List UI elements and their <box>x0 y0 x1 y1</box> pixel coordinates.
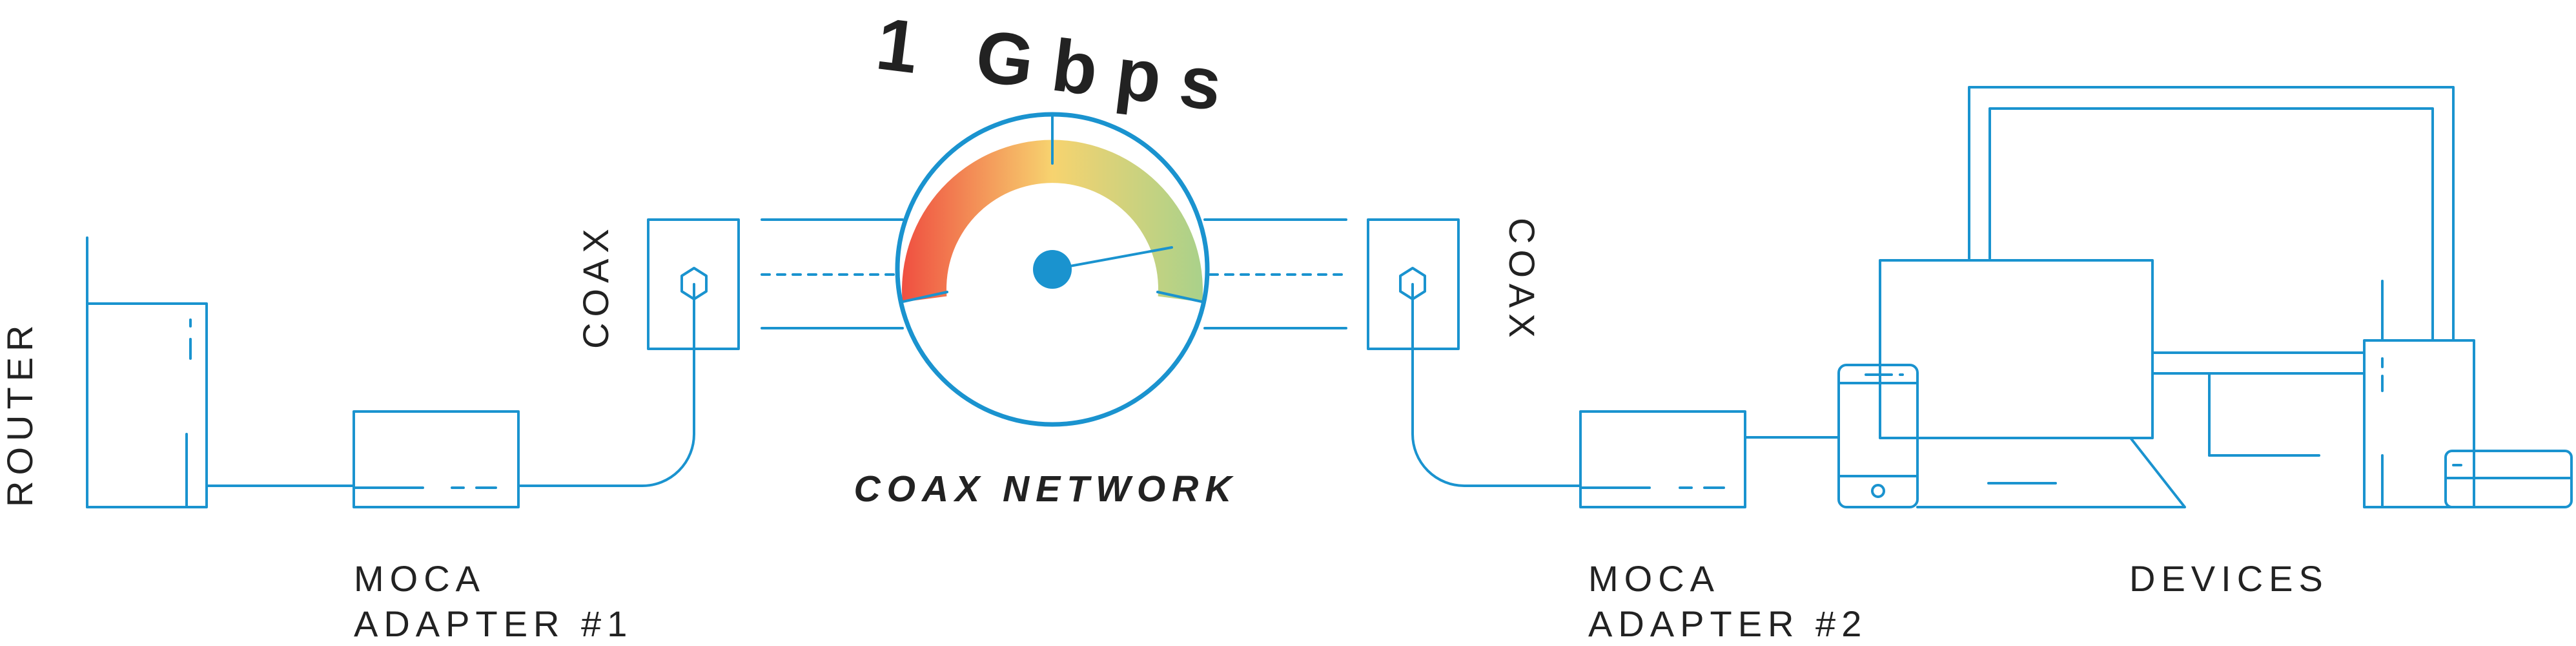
gauge-hub <box>1033 250 1072 289</box>
laptop-icon <box>1879 259 2186 508</box>
adapter1-label-line2: ADAPTER #1 <box>354 603 633 644</box>
moca-adapter-1-icon <box>353 410 520 508</box>
devices-label: DEVICES <box>2129 558 2329 599</box>
gauge-needle <box>1051 246 1173 271</box>
adapter2-label-line1: MOCA <box>1588 558 1720 599</box>
router-icon <box>86 236 208 508</box>
outlet-to-adapter2-cable <box>1411 283 1582 487</box>
pc-tower-icon <box>2363 280 2475 508</box>
desktop-monitor-icon <box>1968 86 2455 457</box>
adapter1-label-line1: MOCA <box>354 558 486 599</box>
coax-left-label: COAX <box>575 223 616 349</box>
adapter1-to-outlet-cable <box>517 283 695 487</box>
coax-cable-right <box>1203 218 1347 329</box>
gauge-color-band <box>902 140 1203 302</box>
gauge-tick-left <box>899 291 948 304</box>
coax-wall-outlet-left-icon <box>647 218 740 350</box>
smartphone-icon <box>1837 364 1919 508</box>
gauge-ring <box>895 112 1210 427</box>
console-icon <box>2444 450 2573 508</box>
coax-right-label: COAX <box>1502 218 1542 344</box>
network-label: COAX NETWORK <box>854 468 1238 510</box>
router-label: ROUTER <box>0 320 40 507</box>
speed-title: 1 Gbps <box>872 3 1245 129</box>
adapter2-label-line2: ADAPTER #2 <box>1588 603 1867 644</box>
gauge-tick-right <box>1156 291 1206 304</box>
moca-adapter-2-icon <box>1579 410 1746 508</box>
coax-cable-left <box>761 218 904 329</box>
speed-gauge-icon <box>895 112 1210 427</box>
